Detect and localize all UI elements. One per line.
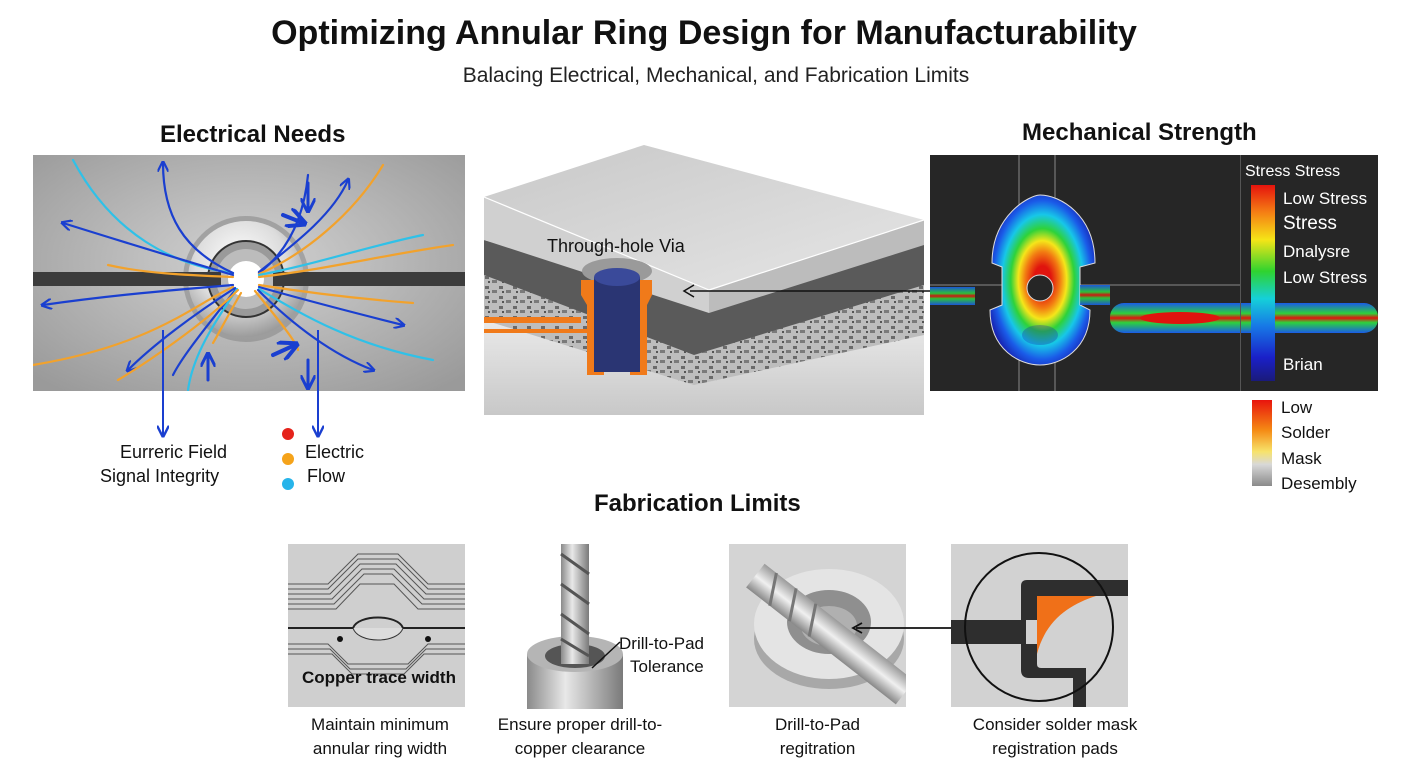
through-hole-via-label: Through-hole Via <box>547 236 685 256</box>
stress-tick-1: Low Stress <box>1283 189 1368 208</box>
tolerance-label-1: Drill-to-Pad <box>619 634 705 653</box>
copper-trace-image: Copper trace width <box>288 544 465 707</box>
electric-flow-label-2: Flow <box>307 466 346 486</box>
fab-caption-4-line2: registration pads <box>992 739 1118 758</box>
solder-tick-2: Solder <box>1281 423 1331 442</box>
stress-tick-3: Dnalysre <box>1283 242 1351 261</box>
solder-tick-3: Mask <box>1281 449 1322 468</box>
stress-tick-5: Brian <box>1283 355 1323 374</box>
solder-mask-color-bar <box>1252 400 1272 486</box>
board-top-surface <box>484 145 924 290</box>
via-pointer-arrow <box>682 284 938 298</box>
fab-caption-2-line2: copper clearance <box>514 739 646 758</box>
stress-legend: Stress Stress Low Stress Stress Dnalysre… <box>1240 155 1378 391</box>
stress-tick-2: Stress <box>1283 213 1337 234</box>
registration-pointer-arrow <box>851 622 958 634</box>
electrical-heading: Electrical Needs <box>160 121 346 148</box>
fab-caption-4-line1: Consider solder mask <box>972 715 1138 734</box>
legend-dot-orange <box>282 453 294 465</box>
solder-tick-1: Low <box>1281 398 1313 417</box>
legend-dot-red <box>282 428 294 440</box>
drill-registration-image <box>729 544 906 707</box>
solder-mask-image <box>951 544 1128 707</box>
fab-caption-1-line1: Maintain minimum <box>311 715 449 734</box>
fab-caption-4: Consider solder mask registration pads <box>955 713 1155 761</box>
tolerance-pointer <box>591 641 621 669</box>
electric-flow-label-1: Electric <box>305 442 365 462</box>
stress-tick-4: Low Stress <box>1283 268 1368 287</box>
stress-color-bar <box>1251 185 1275 381</box>
fea-stress-panel: Stress Stress Low Stress Stress Dnalysre… <box>930 155 1378 391</box>
signal-integrity-label: Signal Integrity <box>100 466 220 486</box>
fab-caption-3-line1: Drill-to-Pad <box>774 715 861 734</box>
electric-field-label: Eurreric Field <box>120 442 228 462</box>
callout-arrows <box>140 330 340 440</box>
fab-caption-3: Drill-to-Pad regitration <box>720 713 915 761</box>
solder-tick-4: Desembly <box>1281 474 1357 493</box>
field-lines <box>33 158 455 391</box>
page-subtitle: Balacing Electrical, Mechanical, and Fab… <box>462 64 970 87</box>
fab-caption-2: Ensure proper drill-to- copper clearance <box>470 713 690 761</box>
fab-caption-1-line2: annular ring width <box>312 739 448 758</box>
fab-caption-1: Maintain minimum annular ring width <box>280 713 480 761</box>
copper-trace-inset-label: Copper trace width <box>302 668 456 687</box>
legend-dot-cyan <box>282 478 294 490</box>
fab-caption-2-line1: Ensure proper drill-to- <box>497 715 663 734</box>
via-barrel <box>484 258 652 375</box>
fab-caption-3-line2: regitration <box>779 739 856 758</box>
fabrication-heading: Fabrication Limits <box>594 490 801 517</box>
tolerance-label-2: Tolerance <box>630 657 704 676</box>
via-cross-section <box>484 145 924 415</box>
mechanical-heading: Mechanical Strength <box>1022 119 1257 146</box>
stress-legend-title: Stress Stress <box>1245 163 1341 180</box>
drill-bit-image <box>525 544 625 709</box>
magnifier-circle <box>964 552 1114 702</box>
page-title: Optimizing Annular Ring Design for Manuf… <box>271 14 1137 52</box>
electrical-field-panel <box>33 155 465 391</box>
